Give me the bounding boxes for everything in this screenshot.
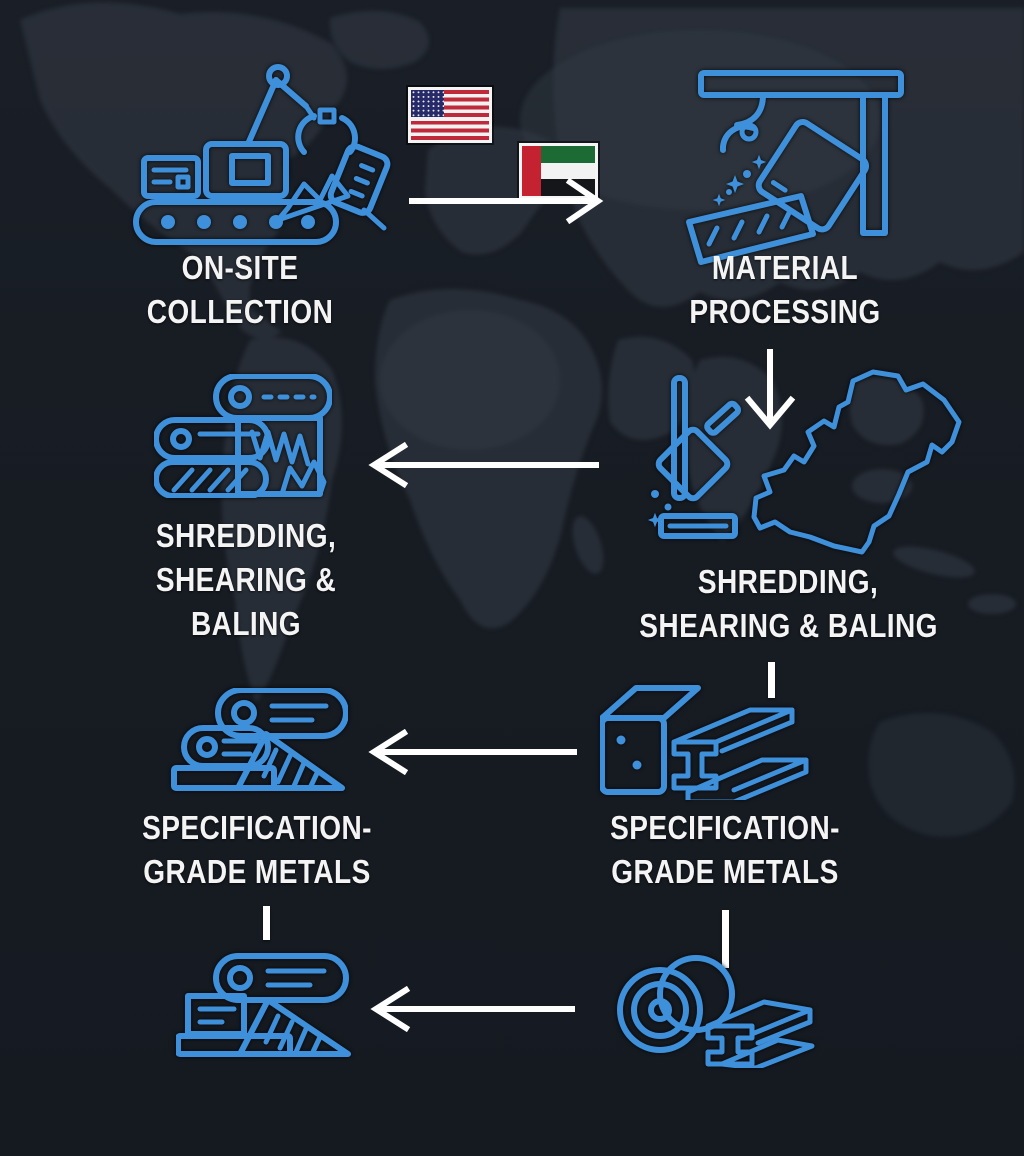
grinding-wheels-ibeam-icon (612, 948, 817, 1068)
connector-line (722, 910, 729, 968)
rolling-mill-icon (170, 688, 348, 794)
label-line: PROCESSING (689, 293, 881, 330)
arrow-down-icon (744, 349, 796, 430)
connector-line (263, 906, 270, 940)
label-line: SHREDDING, (697, 563, 879, 600)
label-shredding-right: SHREDDING, SHEARING & BALING (639, 560, 937, 648)
label-shredding-left: SHREDDING, SHEARING & BALING (119, 514, 374, 646)
label-line: SPECIFICATION- (142, 809, 372, 846)
usa-flag-canton (411, 90, 444, 117)
label-line: SHREDDING, (155, 517, 337, 554)
label-line: SHEARING & (155, 561, 337, 598)
usa-flag (408, 87, 492, 143)
label-line: SHEARING & BALING (639, 607, 938, 644)
pakistan-map-outline-icon (748, 366, 966, 564)
label-spec-metals-right: SPECIFICATION- GRADE METALS (598, 806, 853, 894)
arrow-left-icon (370, 986, 575, 1032)
rolling-mill-sheet-icon (176, 952, 354, 1058)
label-line: COLLECTION (146, 293, 334, 330)
arrow-right-icon (409, 178, 604, 224)
label-line: GRADE METALS (611, 853, 839, 890)
label-on-site-collection: ON-SITE COLLECTION (113, 246, 368, 334)
uae-flag-red-bar (522, 146, 541, 196)
crane-claw-chute-icon (683, 70, 905, 298)
label-material-processing: MATERIAL PROCESSING (658, 246, 913, 334)
arrow-left-icon (368, 442, 599, 488)
uae-flag-green-band (541, 146, 595, 163)
ladle-pouring-icon (645, 374, 757, 552)
label-line: SPECIFICATION- (610, 809, 840, 846)
label-line: GRADE METALS (143, 853, 371, 890)
label-line: ON-SITE (181, 249, 299, 286)
label-spec-metals-left: SPECIFICATION- GRADE METALS (130, 806, 385, 894)
excavator-grapple-icon (128, 58, 392, 246)
connector-line (768, 662, 775, 698)
shredder-machine-icon (154, 374, 332, 498)
metal-billet-ibeam-icon (600, 680, 815, 800)
arrow-left-icon (368, 729, 577, 775)
label-line: MATERIAL (711, 249, 859, 286)
label-line: BALING (190, 605, 302, 642)
